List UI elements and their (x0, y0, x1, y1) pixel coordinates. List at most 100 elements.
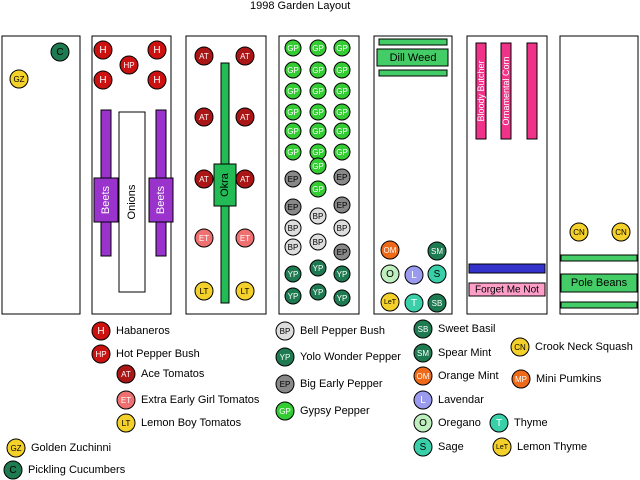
plant-marker (333, 122, 351, 140)
plant-code: YP (288, 292, 299, 301)
plant-code: ET (199, 234, 209, 243)
legend-item-mp: Mini Pumkins (536, 373, 602, 385)
plant-code: HP (123, 61, 134, 70)
bed-label-bloody-butcher: Bloody Butcher (476, 60, 486, 121)
forget-me-not-box (468, 282, 546, 297)
plant-code: H (99, 45, 106, 56)
plant-marker (492, 437, 512, 457)
corn-bar (475, 42, 487, 140)
plant-marker (489, 413, 509, 433)
legend-label: Pickling Cucumbers (28, 464, 126, 476)
plant-code: LT (200, 287, 209, 296)
plant-code: GP (312, 66, 324, 75)
bed-strip (560, 301, 638, 309)
plant-gp: GP (333, 39, 351, 57)
plant-marker (309, 233, 327, 251)
plant-code: AT (199, 113, 209, 122)
plant-code: O (386, 269, 394, 280)
bed-label-beets: Beets (100, 185, 112, 214)
plant-lt: LT (235, 281, 255, 301)
plant-marker (333, 103, 351, 121)
plant-et: ET (116, 390, 136, 410)
plant-gp: GP (333, 143, 351, 161)
plant-gp: GP (309, 180, 327, 198)
plant-code: LT (241, 287, 250, 296)
plant-code: GP (312, 87, 324, 96)
plant-yp: YP (275, 347, 295, 367)
plant-cn: CN (510, 337, 530, 357)
plant-marker (284, 103, 302, 121)
plant-code: GP (279, 407, 291, 416)
plant-gp: GP (333, 61, 351, 79)
plant-code: L (420, 395, 426, 406)
plant-marker (309, 157, 327, 175)
plant-yp: YP (309, 259, 327, 277)
plant-marker (309, 39, 327, 57)
plant-code: BP (288, 243, 299, 252)
plant-sb: SB (427, 293, 447, 313)
plant-code: BP (280, 327, 291, 336)
plant-gp: GP (309, 82, 327, 100)
bed-label-okra: Okra (219, 172, 231, 197)
plant-code: GP (336, 66, 348, 75)
plant-marker (275, 347, 295, 367)
legend-item-at: Ace Tomatos (141, 368, 205, 380)
plant-code: SM (431, 247, 443, 256)
plant-marker (235, 281, 255, 301)
plant-gp: GP (333, 82, 351, 100)
plant-at: AT (235, 169, 255, 189)
plant-marker (275, 401, 295, 421)
legend-item-cn: Crook Neck Squash (535, 341, 633, 353)
plant-code: OM (417, 372, 430, 381)
plant-code: EP (280, 380, 291, 389)
plant-yp: YP (333, 265, 351, 283)
legend-label: Yolo Wonder Pepper (300, 351, 401, 363)
legend-item-gz: Golden Zuchinni (31, 442, 111, 454)
plant-marker (116, 390, 136, 410)
plant-code: EP (337, 248, 348, 257)
plant-code: O (419, 418, 427, 429)
plant-code: H (153, 45, 160, 56)
plant-sm: SM (413, 343, 433, 363)
plant-marker (309, 259, 327, 277)
corn-bar (526, 42, 538, 140)
plant-code: CN (514, 343, 526, 352)
plant-s: S (427, 264, 447, 284)
plant-marker (284, 219, 302, 237)
legend-label: Extra Early Girl Tomatos (141, 394, 260, 406)
plant-l: L (404, 265, 424, 285)
plant-code: EP (288, 203, 299, 212)
plant-marker (235, 107, 255, 127)
plant-marker (333, 168, 351, 186)
plant-code: EP (288, 175, 299, 184)
plant-at: AT (194, 169, 214, 189)
legend-item-sm: Spear Mint (438, 347, 491, 359)
plant-marker (404, 265, 424, 285)
plant-code: AT (240, 52, 250, 61)
plant-marker (413, 390, 433, 410)
plant-code: GP (312, 185, 324, 194)
plant-marker (284, 238, 302, 256)
legend-item-hp: Hot Pepper Bush (116, 348, 200, 360)
plant-marker (309, 82, 327, 100)
plant-marker (333, 243, 351, 261)
plant-code: AT (199, 52, 209, 61)
plant-marker (427, 293, 447, 313)
legend-label: Lemon Thyme (517, 441, 587, 453)
legend-label: Oregano (438, 417, 481, 429)
plant-code: GP (287, 108, 299, 117)
plant-marker (119, 55, 139, 75)
plant-o: O (413, 413, 433, 433)
plant-om: OM (413, 366, 433, 386)
plant-lt: LT (116, 413, 136, 433)
legend-label: Orange Mint (438, 370, 499, 382)
plant-bp: BP (284, 219, 302, 237)
legend-item-l: Lavendar (438, 394, 484, 406)
plant-code: YP (337, 294, 348, 303)
plant-marker (235, 46, 255, 66)
plant-marker (413, 343, 433, 363)
legend-item-bp: Bell Pepper Bush (300, 325, 385, 337)
plant-marker (275, 374, 295, 394)
plant-mp: MP (511, 369, 531, 389)
plant-code: BP (337, 224, 348, 233)
